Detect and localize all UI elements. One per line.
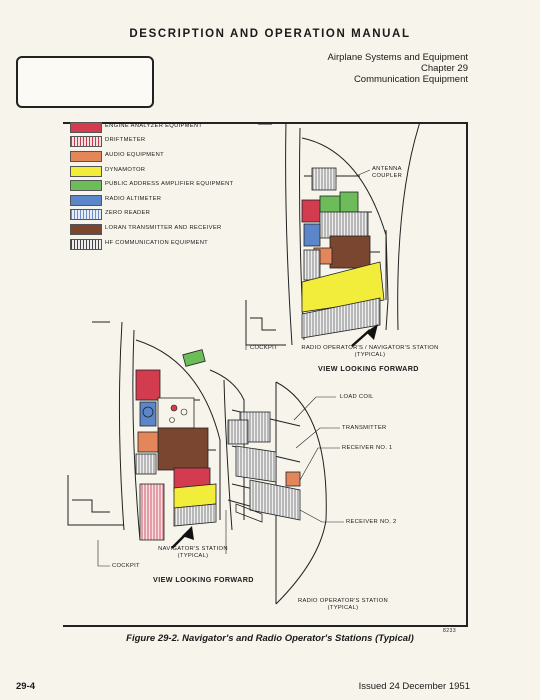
legend-label: LORAN TRANSMITTER AND RECEIVER: [105, 225, 222, 231]
legend-label: HF COMMUNICATION EQUIPMENT: [105, 240, 209, 246]
cockpit-label-top: COCKPIT: [250, 345, 278, 351]
issue-date: Issued 24 December 1951: [358, 681, 470, 692]
view-looking-forward-bottom: VIEW LOOKING FORWARD: [153, 575, 254, 584]
revision-stamp-box: [16, 56, 154, 108]
radio-altimeter-nav: [139, 401, 157, 427]
legend-swatch: [70, 151, 102, 162]
legend-label: ZERO READER: [105, 210, 151, 216]
pa-box-nav: [182, 349, 206, 367]
legend-label: RADIO ALTIMETER: [105, 196, 162, 202]
page-number: 29-4: [16, 681, 36, 692]
radio-operator-station-label: RADIO OPERATOR'S STATION: [297, 598, 388, 604]
legend-swatch: [70, 195, 102, 206]
legend-swatch: [70, 209, 102, 220]
figure-frame-top: [63, 122, 468, 124]
legend-item: DRIFTMETER: [70, 136, 290, 148]
figure-caption: Figure 29-2. Navigator's and Radio Opera…: [126, 633, 414, 644]
legend-label: DYNAMOTOR: [105, 167, 146, 173]
navigator-station-label: NAVIGATOR'S STATION: [158, 546, 228, 552]
engine-analyzer-box-top: [301, 199, 323, 223]
pa-amplifier-box-2: [339, 191, 359, 213]
hf-base-top: [301, 297, 381, 339]
audio-nav: [137, 431, 161, 453]
hf-equipment-top: [319, 211, 369, 239]
header-section-line: Airplane Systems and Equipment: [327, 52, 468, 63]
manual-title: DESCRIPTION AND OPERATION MANUAL: [129, 28, 411, 40]
receiver-2-label: RECEIVER NO. 2: [346, 519, 397, 525]
transmitter-label: TRANSMITTER: [342, 425, 387, 431]
radio-navigator-station-label: RADIO OPERATOR'S / NAVIGATOR'S STATION: [301, 345, 439, 351]
driftmeter-nav: [139, 483, 165, 541]
legend-item: ENGINE ANALYZER EQUIPMENT: [70, 122, 290, 134]
legend-item: HF COMMUNICATION EQUIPMENT: [70, 239, 290, 251]
legend-label: PUBLIC ADDRESS AMPLIFIER EQUIPMENT: [105, 181, 234, 187]
legend-swatch: [70, 224, 102, 235]
legend-item: RADIO ALTIMETER: [70, 195, 290, 207]
legend-label: DRIFTMETER: [105, 137, 146, 143]
engine-analyzer-nav: [135, 369, 161, 401]
cockpit-label-bottom: COCKPIT: [112, 563, 140, 569]
load-coil-label: LOAD COIL: [340, 394, 374, 400]
loran-nav: [157, 427, 209, 471]
audio-radio-op: [285, 471, 301, 487]
legend-item: LORAN TRANSMITTER AND RECEIVER: [70, 224, 290, 236]
figure-frame-right: [466, 122, 468, 627]
hf-stack-top: [303, 249, 321, 281]
legend-swatch: [70, 180, 102, 191]
header-chapter-line: Chapter 29: [420, 63, 468, 74]
view-looking-forward-top: VIEW LOOKING FORWARD: [318, 364, 419, 373]
legend-item: AUDIO EQUIPMENT: [70, 151, 290, 163]
legend-swatch: [70, 166, 102, 177]
antenna-coupler-label: ANTENNA COUPLER: [372, 166, 403, 179]
legend-label: AUDIO EQUIPMENT: [105, 152, 164, 158]
legend-swatch: [70, 136, 102, 147]
legend-swatch: [70, 122, 102, 133]
typical-label-nav: (TYPICAL): [177, 553, 209, 559]
legend-label: ENGINE ANALYZER EQUIPMENT: [105, 123, 203, 129]
legend-swatch: [70, 239, 102, 250]
loran-box-top: [329, 235, 371, 269]
receiver-1-label: RECEIVER NO. 1: [342, 445, 393, 451]
forward-arrow-top: [366, 324, 378, 340]
transmitter-box: [235, 445, 277, 483]
typical-label-top: (TYPICAL): [354, 352, 386, 358]
header-subject-line: Communication Equipment: [353, 74, 468, 85]
legend-item: PUBLIC ADDRESS AMPLIFIER EQUIPMENT: [70, 180, 290, 192]
zero-reader-nav: [157, 397, 195, 429]
legend-item: DYNAMOTOR: [70, 166, 290, 178]
radio-altimeter-box: [303, 223, 321, 247]
receiver-box-1: [249, 479, 301, 521]
legend-item: ZERO READER: [70, 209, 290, 221]
antenna-coupler-box: [311, 167, 337, 191]
figure-frame-bottom: [63, 625, 468, 627]
typical-label-radio: (TYPICAL): [327, 605, 359, 611]
figure-code: 8233: [443, 628, 457, 634]
dynamotor-shelf-top: [301, 261, 385, 313]
